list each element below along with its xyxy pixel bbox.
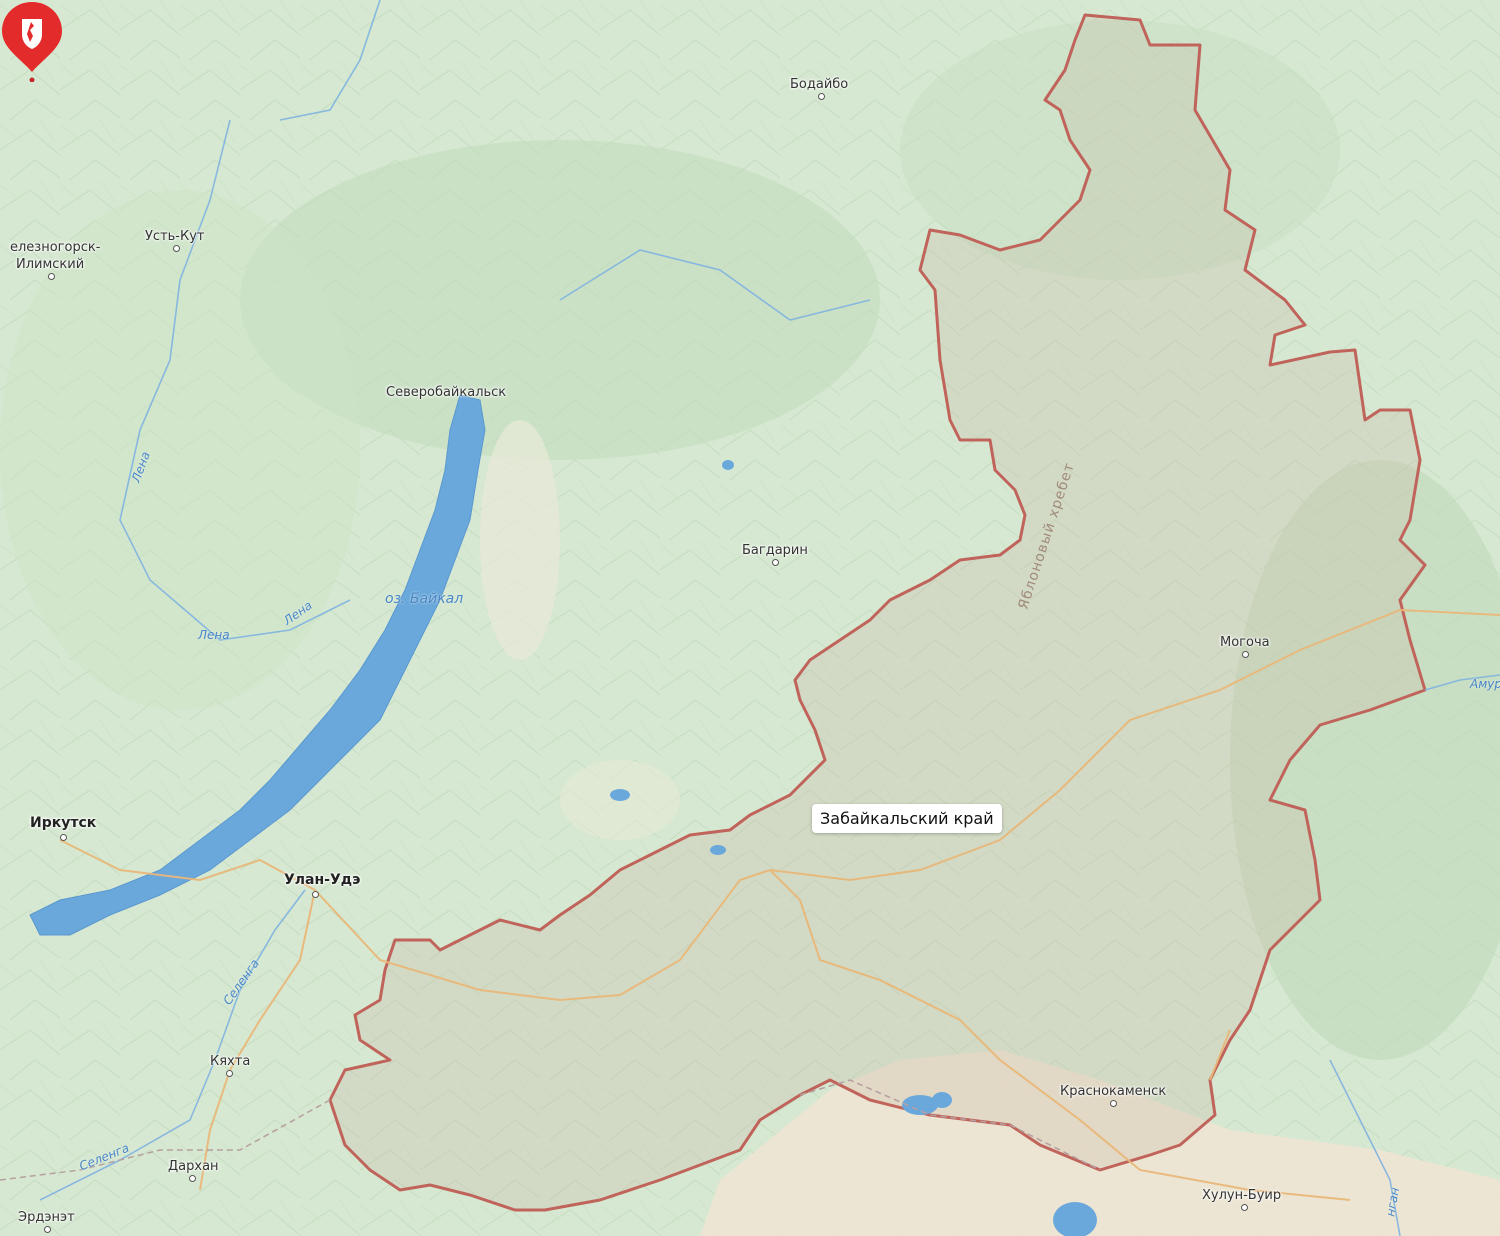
city-label-zheleznogorsk[interactable]: елезногорск-: [10, 240, 101, 255]
city-label-ust-kut[interactable]: Усть-Кут: [145, 229, 205, 244]
river-label-amur: Амур: [1470, 677, 1500, 691]
city-label-irkutsk[interactable]: Иркутск: [30, 815, 97, 831]
city-label-krasnokamensk[interactable]: Краснокаменск: [1060, 1084, 1167, 1099]
city-label-bodaybo[interactable]: Бодайбо: [790, 77, 849, 92]
coat-of-arms-pin-icon[interactable]: [0, 0, 64, 82]
city-label-mogocha[interactable]: Могоча: [1220, 635, 1270, 650]
city-dot-mogocha: [1242, 651, 1249, 658]
steppe-area: [700, 1050, 1500, 1236]
region-callout[interactable]: Забайкальский край: [812, 804, 1002, 833]
city-label-bagdarin[interactable]: Багдарин: [742, 543, 808, 558]
city-dot-krasnokamensk: [1110, 1100, 1117, 1107]
city-dot-ulan-ude: [312, 891, 319, 898]
city-dot-zheleznogorsk: [48, 273, 55, 280]
region-fill: [328, 13, 1427, 1212]
roads: [59, 608, 1500, 1201]
city-label-hulun-buir[interactable]: Хулун-Буир: [1202, 1188, 1282, 1203]
lake-baikal: [29, 394, 486, 936]
city-dot-erdenet: [44, 1226, 51, 1233]
city-dot-darkhan: [189, 1175, 196, 1182]
river-label-lena-2: Лена: [198, 628, 230, 642]
city-label-erdenet[interactable]: Эрдэнэт: [18, 1210, 75, 1225]
city-label-darkhan[interactable]: Дархан: [168, 1159, 219, 1174]
lake-label-baikal: оз. Байкал: [385, 591, 464, 607]
city-dot-ust-kut: [173, 245, 180, 252]
cropped-headline: [380, 0, 390, 21]
city-dot-irkutsk: [60, 834, 67, 841]
city-label-zheleznogorsk-2[interactable]: Илимский: [16, 257, 85, 272]
city-dot-bagdarin: [772, 559, 779, 566]
city-dot-hulun-buir: [1241, 1204, 1248, 1211]
state-border: [0, 1079, 1101, 1181]
city-dot-kyakhta: [226, 1070, 233, 1077]
city-label-severobaykalsk[interactable]: Северобайкальск: [386, 385, 507, 400]
city-label-kyakhta[interactable]: Кяхта: [210, 1054, 251, 1069]
city-label-ulan-ude[interactable]: Улан-Удэ: [284, 872, 361, 888]
city-dot-bodaybo: [818, 93, 825, 100]
